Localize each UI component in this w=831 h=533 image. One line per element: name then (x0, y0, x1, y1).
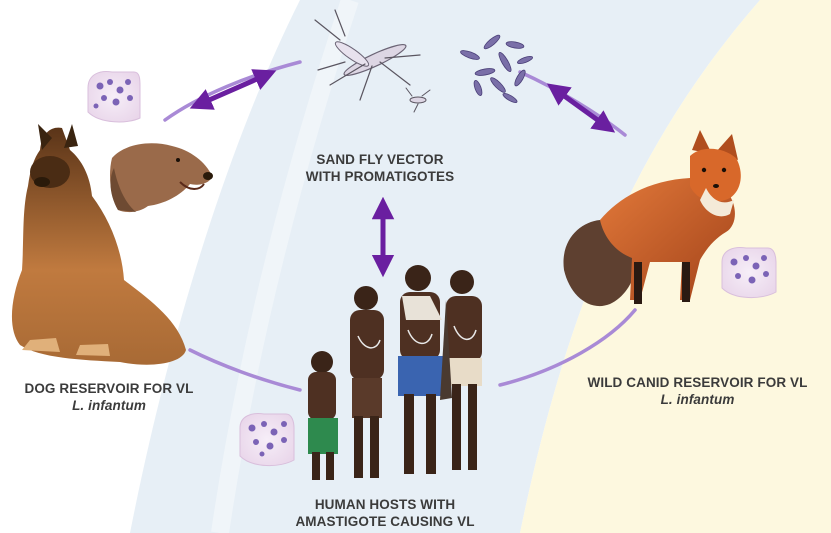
human-hosts-label-line-1: HUMAN HOSTS WITH (270, 496, 500, 513)
dog-head-photo-icon (110, 143, 213, 212)
wild-canid-reservoir-label: WILD CANID RESERVOIR FOR VL L. infantum (560, 374, 831, 408)
parasite-slide-icon (722, 248, 776, 298)
dog-reservoir-label: DOG RESERVOIR FOR VL L. infantum (4, 380, 214, 414)
parasite-slide-icon (88, 72, 140, 122)
human-hosts-label-line-2: AMASTIGOTE CAUSING VL (270, 513, 500, 530)
wild-canid-reservoir-title: WILD CANID RESERVOIR FOR VL (560, 374, 831, 391)
sand-fly-label-line-2: WITH PROMATIGOTES (270, 168, 490, 185)
sand-fly-vector-label: SAND FLY VECTOR WITH PROMATIGOTES (270, 151, 490, 185)
human-hosts-label: HUMAN HOSTS WITH AMASTIGOTE CAUSING VL (270, 496, 500, 530)
wild-canid-reservoir-species: L. infantum (560, 391, 831, 408)
dog-reservoir-title: DOG RESERVOIR FOR VL (4, 380, 214, 397)
dog-reservoir-species: L. infantum (4, 397, 214, 414)
sand-fly-label-line-1: SAND FLY VECTOR (270, 151, 490, 168)
parasite-slide-icon (240, 414, 294, 466)
